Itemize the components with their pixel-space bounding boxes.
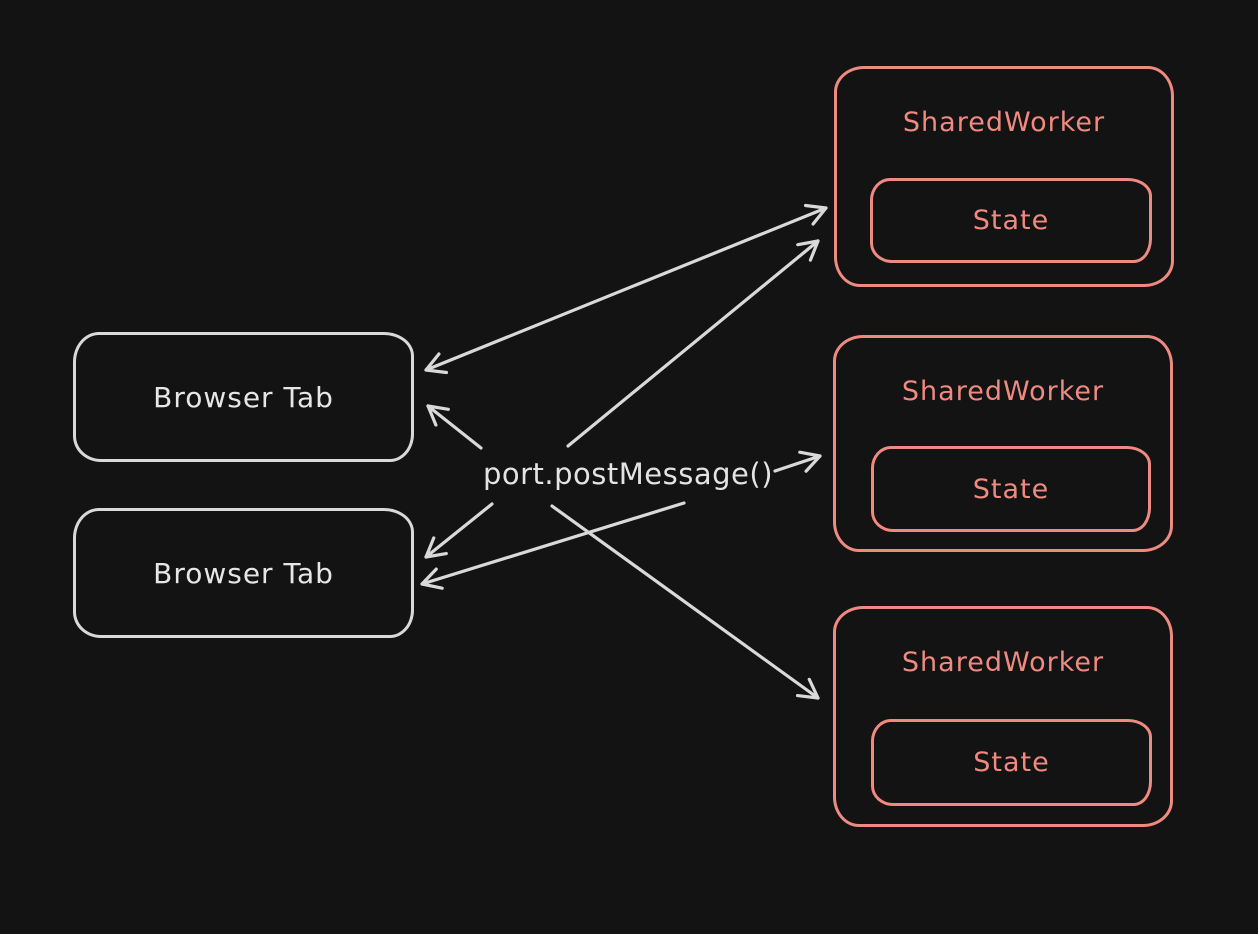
shared-worker-3-state-label: State <box>973 747 1050 778</box>
browser-tab-2-label: Browser Tab <box>153 556 334 590</box>
arrow-label-to-tab2-upper[interactable] <box>424 502 494 559</box>
browser-tab-1-box[interactable]: Browser Tab <box>73 332 414 462</box>
shared-worker-2-state-label: State <box>972 473 1050 505</box>
shared-worker-1-state-box[interactable]: State <box>870 178 1152 263</box>
shared-worker-2-label: SharedWorker <box>901 376 1105 407</box>
arrow-label-to-tab2-lower[interactable] <box>420 501 686 590</box>
browser-tab-1-label: Browser Tab <box>153 380 334 414</box>
shared-worker-1-state-label: State <box>972 205 1050 236</box>
shared-worker-1-label: SharedWorker <box>902 107 1106 138</box>
arrow-worker1-tab1-bidirectional[interactable] <box>424 203 828 375</box>
arrow-label-to-worker1[interactable] <box>566 239 820 448</box>
shared-worker-3-state-box[interactable]: State <box>871 719 1152 806</box>
shared-worker-1-box[interactable]: SharedWorker State <box>834 66 1174 287</box>
shared-worker-3-label: SharedWorker <box>901 647 1105 678</box>
arrow-label-to-worker2[interactable] <box>773 450 822 473</box>
arrow-label-to-worker3[interactable] <box>550 504 820 700</box>
shared-worker-3-box[interactable]: SharedWorker State <box>833 606 1173 827</box>
arrow-label-to-tab1[interactable] <box>426 404 483 450</box>
shared-worker-2-box[interactable]: SharedWorker State <box>833 335 1173 552</box>
shared-worker-2-state-box[interactable]: State <box>871 446 1151 532</box>
browser-tab-2-box[interactable]: Browser Tab <box>73 508 414 638</box>
port-postmessage-label[interactable]: port.postMessage() <box>482 457 774 491</box>
